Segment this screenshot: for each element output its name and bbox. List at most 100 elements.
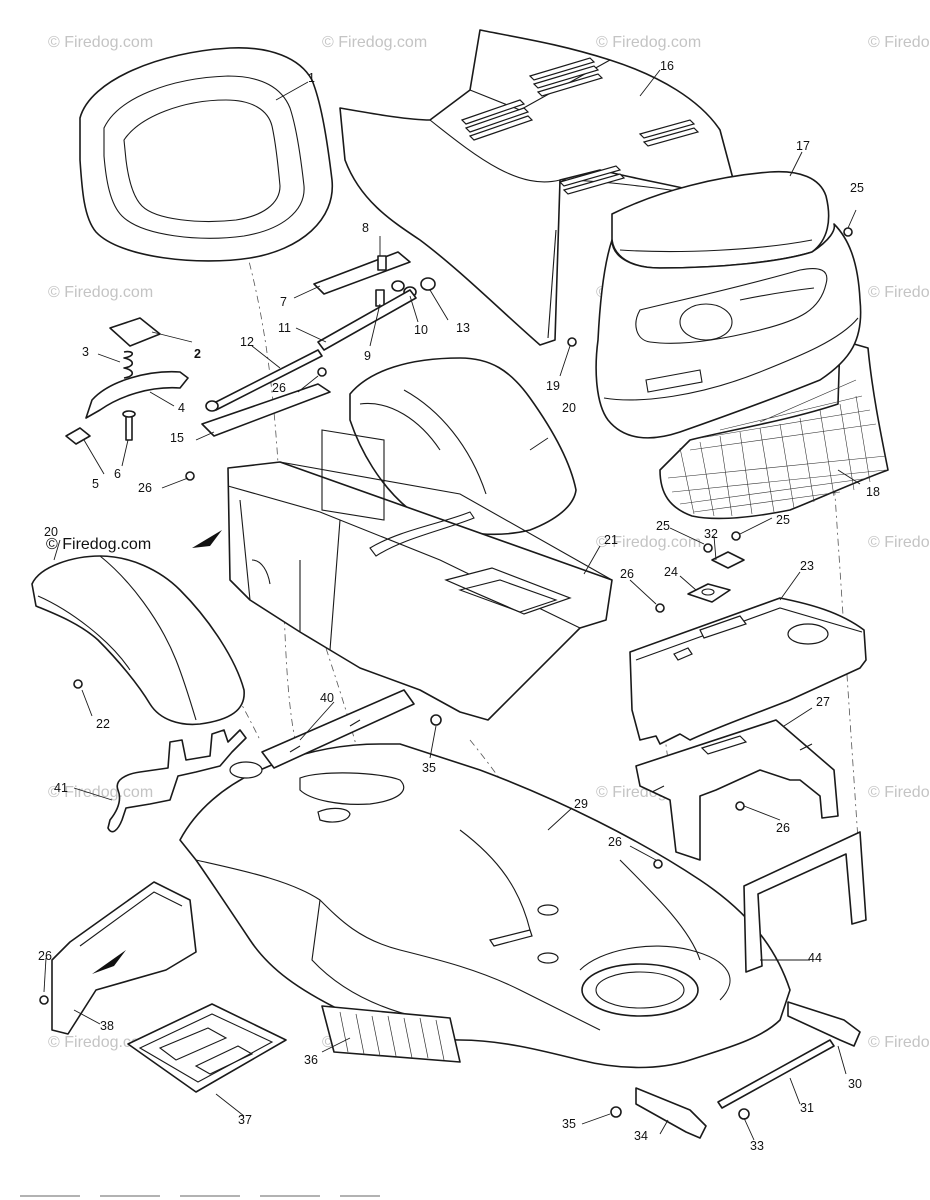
panel-38-part — [51, 881, 197, 1035]
callout-number: 8 — [362, 221, 369, 235]
bracket-34-part — [635, 1087, 707, 1139]
arrow-icon — [92, 950, 126, 974]
callout-number: 10 — [414, 323, 428, 337]
callout-number: 26 — [608, 835, 622, 849]
callout-number: 25 — [850, 181, 864, 195]
leader-lines — [43, 69, 861, 1141]
callout-number: 3 — [82, 345, 89, 359]
callout-number: 29 — [574, 797, 588, 811]
callout-number: 7 — [280, 295, 287, 309]
callout-number: 17 — [796, 139, 810, 153]
callout-number: 25 — [776, 513, 790, 527]
watermark: © Firedog.com — [48, 1034, 153, 1051]
seat-pan-part — [629, 597, 867, 745]
callout-number: 22 — [96, 717, 110, 731]
body-pan-part — [179, 743, 791, 1069]
callout-number: 26 — [272, 381, 286, 395]
callout-number: 26 — [776, 821, 790, 835]
callout-number: 30 — [848, 1077, 862, 1091]
spring-3-part — [123, 350, 134, 379]
bracket-4-part — [85, 370, 189, 419]
callout-number: 26 — [620, 567, 634, 581]
watermark: © Firedog.com — [596, 34, 701, 51]
screw-icon — [653, 859, 663, 869]
callouts: 1 2 3 4 5 6 7 8 9 10 11 12 13 15 16 17 1… — [38, 59, 880, 1153]
watermark: © Firedog.com — [868, 1034, 930, 1051]
callout-number: 24 — [664, 565, 678, 579]
fastener-9-part — [375, 289, 385, 307]
watermark: © Firedog.com — [596, 534, 701, 551]
mat-36-part — [321, 1005, 461, 1063]
seat-part — [79, 47, 333, 262]
screw-icon — [430, 714, 442, 726]
callout-number: 1 — [308, 71, 315, 85]
screw-icon — [317, 367, 327, 377]
screw-icon — [843, 227, 853, 237]
watermark-dark: © Firedog.com — [46, 536, 151, 553]
bracket-24-part — [687, 583, 731, 603]
callout-number: 32 — [704, 527, 718, 541]
callout-number: 9 — [364, 349, 371, 363]
callout-number: 27 — [816, 695, 830, 709]
rod-12-part — [205, 349, 323, 412]
grille-part — [659, 339, 889, 520]
screw-icon — [185, 471, 195, 481]
callout-number: 6 — [114, 467, 121, 481]
callout-number: 12 — [240, 335, 254, 349]
callout-number: 41 — [54, 781, 68, 795]
callout-number: 33 — [750, 1139, 764, 1153]
callout-number: 15 — [170, 431, 184, 445]
callout-number: 44 — [808, 951, 822, 965]
callout-number: 21 — [604, 533, 618, 547]
callout-number: 13 — [456, 321, 470, 335]
callout-number: 38 — [100, 1019, 114, 1033]
callout-number: 23 — [800, 559, 814, 573]
watermark: © Firedog.com — [868, 284, 930, 301]
arrow-icon — [192, 530, 222, 548]
watermark: © Firedog.com — [868, 784, 930, 801]
tube-11-part — [317, 289, 417, 351]
support-44-part — [743, 831, 867, 973]
callout-number: 16 — [660, 59, 674, 73]
bracket-15-part — [201, 383, 331, 437]
callout-number: 26 — [38, 949, 52, 963]
fastener-8-part — [377, 255, 387, 271]
callout-number: 20 — [44, 525, 58, 539]
hood-vents — [460, 57, 700, 195]
callout-number: 35 — [422, 761, 436, 775]
tray-37-part — [127, 1003, 287, 1093]
panel-27-part — [635, 719, 839, 861]
screw-icon — [655, 603, 665, 613]
callout-number: 34 — [634, 1129, 648, 1143]
screw-icon — [610, 1106, 622, 1118]
watermark: © Firedog.com — [48, 284, 153, 301]
bolt-6-part — [122, 410, 136, 441]
callout-number: 26 — [138, 481, 152, 495]
screw-icon — [703, 543, 713, 553]
bracket-30-part — [787, 1001, 861, 1047]
callout-number: 18 — [866, 485, 880, 499]
rod-31-part — [717, 1039, 835, 1109]
callout-number: 19 — [546, 379, 560, 393]
watermark: © Firedog.com — [48, 34, 153, 51]
watermark: © Firedog.com — [322, 34, 427, 51]
watermark: © Firedog.com — [868, 34, 930, 51]
bracket-32-part — [711, 551, 745, 569]
callout-number: 25 — [656, 519, 670, 533]
callout-number: 31 — [800, 1101, 814, 1115]
fender-left-part — [31, 555, 245, 726]
clip-5-part — [65, 427, 91, 445]
callout-number: 40 — [320, 691, 334, 705]
screw-icon — [735, 801, 745, 811]
bracket-40-part — [261, 689, 415, 769]
callout-number: 35 — [562, 1117, 576, 1131]
wire-harness-part — [107, 729, 247, 833]
callout-number: 37 — [238, 1113, 252, 1127]
front-housing-part — [595, 223, 862, 439]
screw-icon — [731, 531, 741, 541]
callout-number: 2 — [194, 347, 201, 361]
dash-panel-part — [227, 429, 613, 721]
screw-icon — [567, 337, 577, 347]
watermark: © Firedog.com — [868, 534, 930, 551]
